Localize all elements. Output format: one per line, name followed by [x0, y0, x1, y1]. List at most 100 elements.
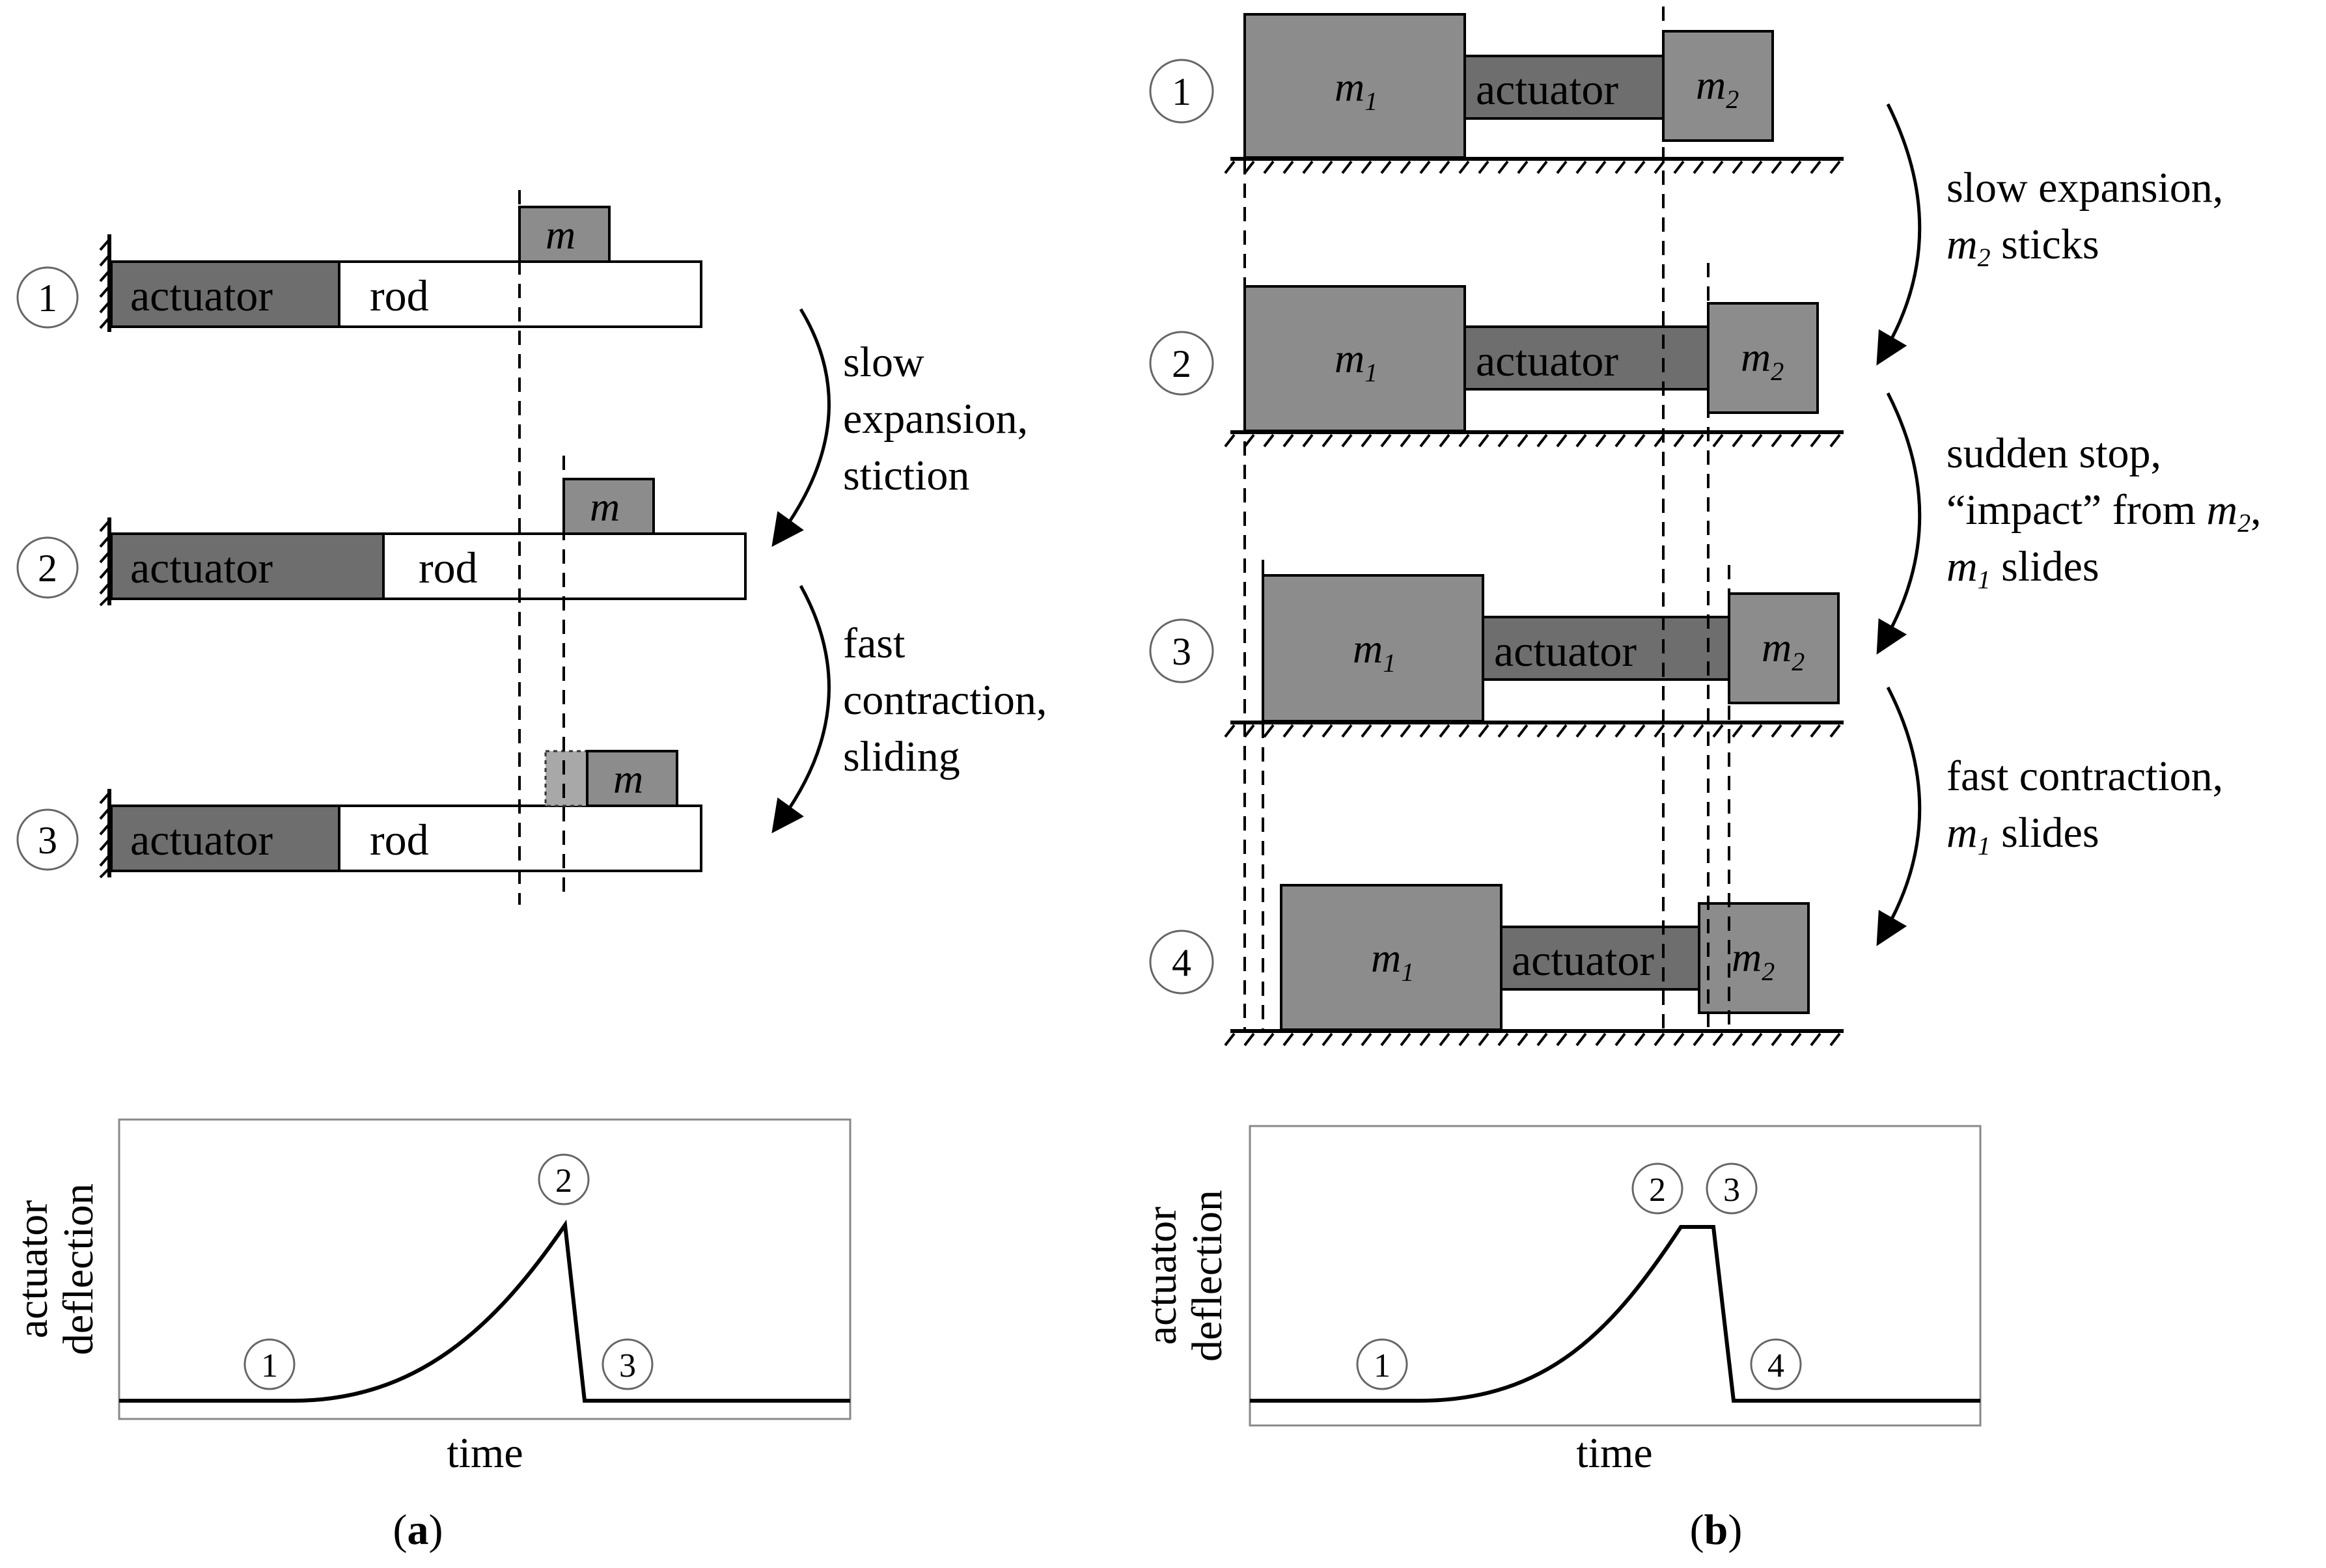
svg-text:sudden stop,: sudden stop, — [1946, 430, 2161, 477]
plot-marker-b-4: 4 — [1750, 1338, 1802, 1390]
ground-hatch — [1224, 160, 1841, 174]
stage-number-b-4: 4 — [1149, 929, 1214, 995]
ground-hatch — [1224, 1032, 1841, 1047]
y-axis-label-line2: deflection — [1184, 1190, 1231, 1362]
wall-hatch — [99, 789, 111, 879]
ground-hatch — [1224, 724, 1841, 738]
svg-text:slow expansion,: slow expansion, — [1946, 164, 2223, 212]
svg-text:1: 1 — [1374, 1347, 1391, 1384]
stage-number-a-1: 1 — [16, 266, 79, 329]
m1-label: m1 — [1335, 64, 1378, 116]
actuator-label: actuator — [1476, 336, 1618, 385]
svg-text:4: 4 — [1172, 941, 1191, 984]
actuator-label: actuator — [1512, 935, 1654, 985]
ground-hatch — [1224, 433, 1841, 448]
rod-label: rod — [419, 543, 478, 592]
x-axis-label: time — [1576, 1429, 1652, 1477]
plot-marker-b-2: 2 — [1631, 1162, 1683, 1215]
plot-marker-a-3: 3 — [602, 1338, 654, 1390]
deflection-plot-a: actuator deflection time 1 2 3 — [9, 1118, 851, 1477]
plot-frame — [118, 1118, 851, 1420]
mass-block — [518, 206, 611, 263]
transition-arrow — [771, 585, 831, 834]
svg-text:m1 slides: m1 slides — [1946, 809, 2099, 860]
stage-b-2: m1 actuator m2 2 — [1149, 285, 1844, 448]
actuator-label: actuator — [1494, 626, 1637, 676]
svg-text:3: 3 — [1723, 1172, 1740, 1209]
svg-text:2: 2 — [1649, 1172, 1666, 1209]
plot-frame — [1249, 1125, 1982, 1427]
stage-a-1: actuator rod m 1 — [16, 206, 702, 332]
svg-text:2: 2 — [38, 547, 57, 590]
y-axis-label-line2: deflection — [55, 1183, 102, 1355]
panel-a: actuator rod m 1 actuator rod m 2 — [9, 190, 1047, 1554]
panel-b: m1 actuator m2 1 m1 actuator m2 2 — [1138, 7, 2262, 1554]
svg-text:1: 1 — [261, 1347, 278, 1384]
deflection-curve — [1250, 1225, 1980, 1403]
svg-text:m2 sticks: m2 sticks — [1946, 221, 2099, 272]
stage-number-b-3: 3 — [1149, 618, 1214, 683]
mass-block — [586, 750, 678, 807]
m2-label: m2 — [1696, 62, 1739, 114]
plot-marker-b-3: 3 — [1706, 1162, 1758, 1215]
transition-label-a-2: fast contraction, sliding — [843, 620, 1047, 780]
actuator-label: actuator — [130, 815, 273, 864]
transition-arrow — [771, 308, 831, 547]
svg-text:slow: slow — [843, 338, 924, 386]
mass-label: m — [590, 484, 620, 530]
stage-number-a-2: 2 — [16, 536, 79, 599]
plot-marker-b-1: 1 — [1356, 1338, 1408, 1390]
plot-marker-a-1: 1 — [243, 1338, 296, 1390]
actuator-label: actuator — [130, 543, 273, 592]
svg-text:“impact” from m2,: “impact” from m2, — [1946, 486, 2262, 538]
svg-text:3: 3 — [619, 1347, 636, 1384]
deflection-plot-b: actuator deflection time 1 2 3 4 — [1138, 1125, 1982, 1477]
actuator-block — [1463, 55, 1665, 120]
svg-text:sliding: sliding — [843, 733, 960, 780]
transition-label-b-1: slow expansion, m2 sticks — [1946, 164, 2223, 272]
transition-arrow — [1876, 103, 1922, 366]
transition-label-a-1: slow expansion, stiction — [843, 338, 1028, 499]
stage-b-3: m1 actuator m2 3 — [1149, 574, 1844, 738]
rod-label: rod — [370, 271, 429, 320]
mass-block — [562, 478, 655, 535]
svg-text:4: 4 — [1767, 1347, 1784, 1384]
svg-text:expansion,: expansion, — [843, 395, 1028, 443]
actuator-block — [110, 805, 340, 872]
stage-number-a-3: 3 — [16, 808, 79, 871]
mass-label: m — [613, 756, 643, 802]
stage-number-b-1: 1 — [1149, 59, 1214, 124]
svg-text:2: 2 — [555, 1162, 572, 1200]
svg-text:1: 1 — [1172, 70, 1191, 113]
deflection-curve — [119, 1219, 850, 1403]
y-axis-label-line1: actuator — [9, 1200, 57, 1339]
transition-arrow — [1876, 392, 1922, 655]
rod-label: rod — [370, 815, 429, 864]
mass-label: m — [546, 212, 575, 258]
stage-a-3: actuator rod m 3 — [16, 750, 702, 879]
plot-marker-a-2: 2 — [538, 1153, 590, 1205]
actuator-block — [1463, 325, 1710, 391]
svg-text:3: 3 — [38, 819, 57, 862]
panel-label-b: (b) — [1690, 1506, 1743, 1554]
actuator-label: actuator — [1476, 64, 1618, 114]
svg-text:m1 slides: m1 slides — [1946, 543, 2099, 594]
svg-text:2: 2 — [1172, 342, 1191, 385]
stage-b-1: m1 actuator m2 1 — [1149, 13, 1844, 174]
m1-label: m1 — [1335, 335, 1378, 387]
stage-b-4: m1 actuator m2 4 — [1149, 884, 1844, 1047]
m1-block — [1243, 13, 1466, 159]
x-axis-label: time — [447, 1429, 523, 1477]
svg-text:1: 1 — [38, 277, 57, 320]
m2-label: m2 — [1732, 934, 1775, 986]
svg-text:fast: fast — [843, 620, 905, 667]
previous-mass-position — [544, 750, 588, 807]
transition-arrow — [1876, 686, 1922, 946]
m1-label: m1 — [1371, 935, 1414, 987]
svg-text:fast contraction,: fast contraction, — [1946, 752, 2223, 800]
m2-label: m2 — [1762, 624, 1805, 676]
svg-text:contraction,: contraction, — [843, 676, 1047, 724]
y-axis-label-line1: actuator — [1138, 1207, 1185, 1345]
transition-label-b-3: fast contraction, m1 slides — [1946, 752, 2223, 860]
